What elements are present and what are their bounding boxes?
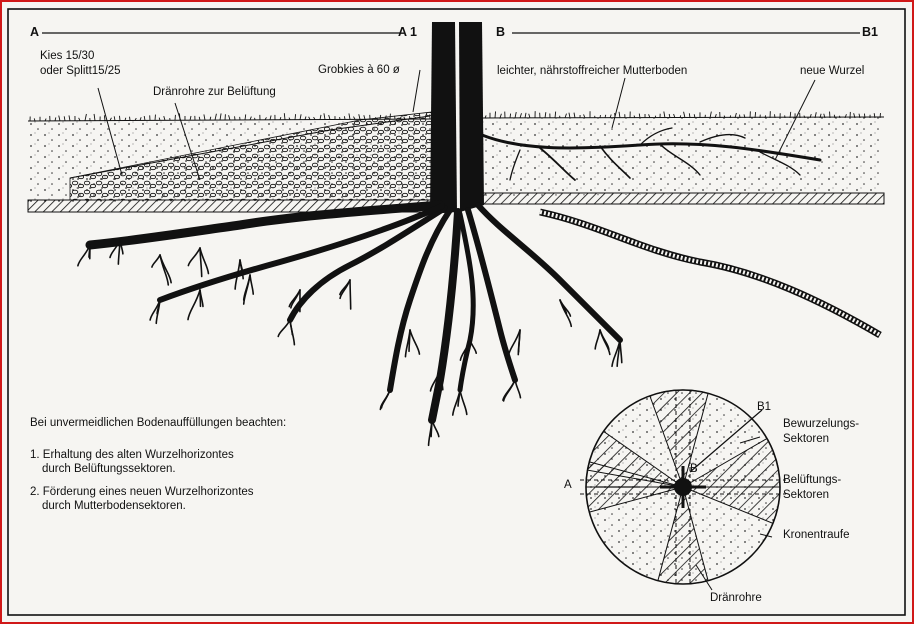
label-kronentraufe: Kronentraufe xyxy=(783,529,850,542)
note-item2-line2: durch Mutterbodensektoren. xyxy=(42,500,186,514)
note-item2-line1: 2. Förderung eines neuen Wurzelhorizonte… xyxy=(30,486,254,500)
tree-trunk-left xyxy=(430,22,457,214)
main-root xyxy=(432,212,458,420)
section-label-b: B xyxy=(496,25,505,39)
plan-label-b1: B1 xyxy=(757,401,771,414)
note-item1-line2: durch Belüftungssektoren. xyxy=(42,463,176,477)
main-root xyxy=(460,214,473,390)
label-belueftung-line2: Sektoren xyxy=(783,489,829,502)
old-ground-horizon-right xyxy=(482,193,884,204)
topsoil-layer-right xyxy=(482,117,884,196)
section-label-b1: B1 xyxy=(862,25,878,39)
label-mutterboden: leichter, nährstoffreicher Mutterboden xyxy=(497,65,687,78)
plan-label-a: A xyxy=(564,479,572,492)
label-bewurzelung-line1: Bewurzelungs- xyxy=(783,418,859,431)
section-label-a: A xyxy=(30,25,39,39)
label-belueftung-line1: Belüftungs- xyxy=(783,474,841,487)
label-neue-wurzel: neue Wurzel xyxy=(800,65,864,78)
label-bewurzelung-line2: Sektoren xyxy=(783,433,829,446)
root-system xyxy=(78,205,622,445)
label-draenrohre: Dränrohre xyxy=(710,592,762,605)
notes-heading: Bei unvermeidlichen Bodenauffüllungen be… xyxy=(30,417,286,431)
tree-trunk-right xyxy=(459,22,484,212)
label-kies: Kies 15/30 xyxy=(40,50,94,63)
plan-label-b: B xyxy=(690,463,698,476)
label-draenrohre-belueftung: Dränrohre zur Belüftung xyxy=(153,86,276,99)
old-root-channel xyxy=(540,212,880,335)
note-item1-line1: 1. Erhaltung des alten Wurzelhorizontes xyxy=(30,449,234,463)
section-label-a1: A 1 xyxy=(398,25,417,39)
plan-view xyxy=(580,390,786,590)
label-splitt: oder Splitt15/25 xyxy=(40,65,121,78)
label-grobkies: Grobkies à 60 ø xyxy=(318,64,400,77)
